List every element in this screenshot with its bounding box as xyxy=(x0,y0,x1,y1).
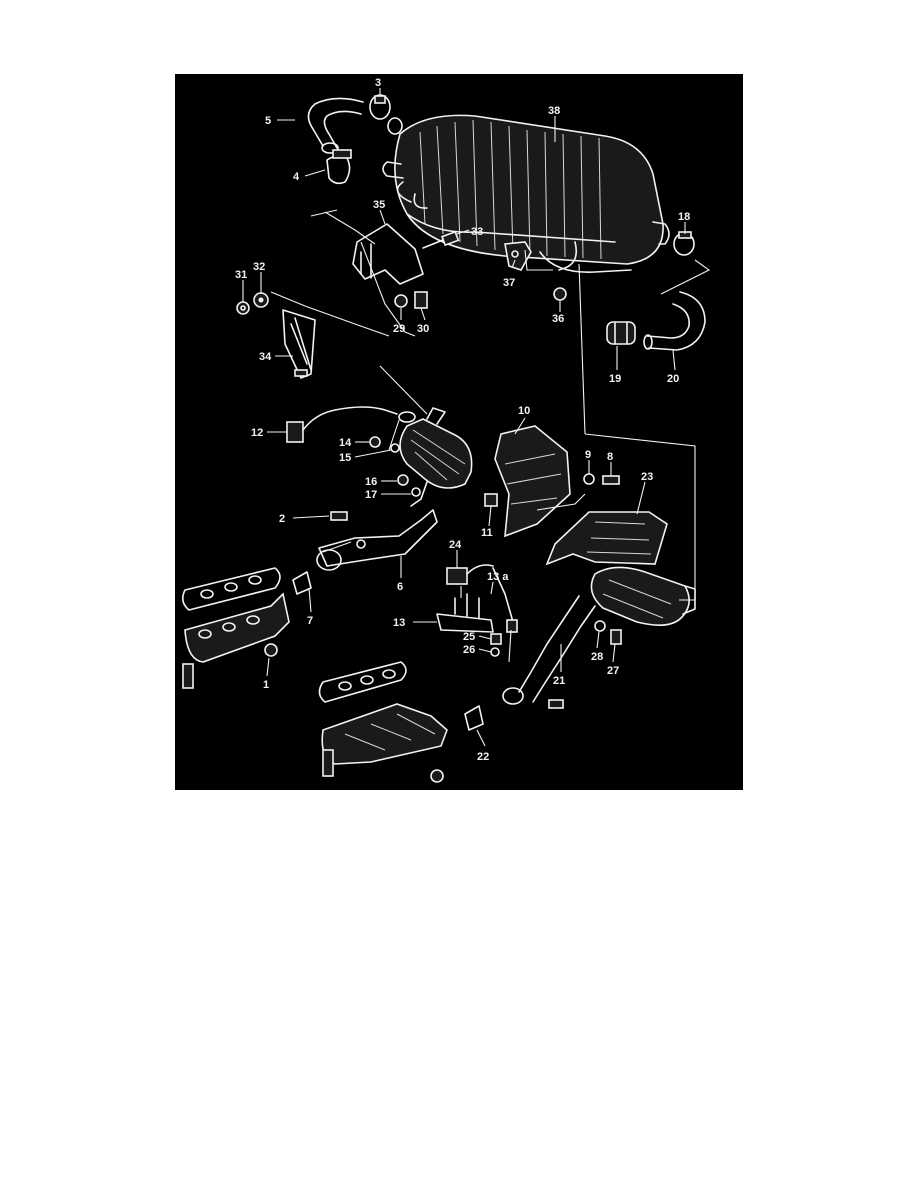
bolt-part-left-bottom xyxy=(182,663,194,689)
front-pipe-part-21 xyxy=(502,595,596,705)
bracket-part-34 xyxy=(282,309,316,379)
oxygen-sensor-part-13a xyxy=(492,567,518,633)
washer-part-28 xyxy=(594,620,606,632)
catalytic-converter-right xyxy=(590,566,696,626)
exhaust-manifold-right xyxy=(321,703,448,765)
callout-38: 38 xyxy=(548,105,560,117)
callout-26: 26 xyxy=(463,644,475,656)
callout-13a: 13 a xyxy=(487,571,509,583)
callout-17: 17 xyxy=(365,489,377,501)
callout-22: 22 xyxy=(477,751,489,763)
washer-part-32 xyxy=(253,292,269,308)
callout-21: 21 xyxy=(553,675,565,687)
gasket-part-22 xyxy=(464,705,484,731)
bolt-part-8 xyxy=(602,475,620,485)
callout-23: 23 xyxy=(641,471,653,483)
gasket-part-left xyxy=(181,567,281,611)
callout-labels: 3 38 5 4 35 33 18 31 32 37 29 30 36 34 1… xyxy=(235,77,690,763)
connection-lines xyxy=(270,209,711,663)
callout-30: 30 xyxy=(417,323,429,335)
oxygen-sensor-part-12 xyxy=(286,406,416,443)
nut-part-1 xyxy=(264,643,278,657)
nut-part-31 xyxy=(236,301,250,315)
callout-34: 34 xyxy=(259,351,272,363)
callout-2: 2 xyxy=(279,513,285,525)
clamp-part-4 xyxy=(326,149,352,185)
bolt-part-right-bottom xyxy=(322,749,334,777)
callout-14: 14 xyxy=(339,437,352,449)
exhaust-system-diagram: 3 38 5 4 35 33 18 31 32 37 29 30 36 34 1… xyxy=(175,74,743,790)
bolt-part-27 xyxy=(610,629,622,645)
callout-32: 32 xyxy=(253,261,265,273)
bolt-part-33 xyxy=(422,230,460,249)
callout-20: 20 xyxy=(667,373,679,385)
callout-11: 11 xyxy=(481,527,493,539)
callout-35: 35 xyxy=(373,199,385,211)
bolt-part-2 xyxy=(330,511,348,521)
callout-29: 29 xyxy=(393,323,405,335)
exhaust-manifold-left xyxy=(184,592,290,663)
nut-part-11 xyxy=(484,493,498,507)
callout-33: 33 xyxy=(471,226,483,238)
hose-part-5 xyxy=(307,97,364,154)
catalytic-converter-left xyxy=(399,407,473,507)
washer-part-26 xyxy=(490,647,500,657)
clamp-part-19 xyxy=(606,321,636,345)
heat-shield-part-10 xyxy=(494,425,571,538)
callout-36: 36 xyxy=(552,313,564,325)
callout-15: 15 xyxy=(339,452,351,464)
exploded-parts-drawing: 3 38 5 4 35 33 18 31 32 37 29 30 36 34 1… xyxy=(181,77,711,783)
gasket-part-7 xyxy=(292,571,312,595)
nut-part-right-bottom xyxy=(430,769,444,783)
callout-4: 4 xyxy=(293,171,300,183)
callout-8: 8 xyxy=(607,451,613,463)
callout-25: 25 xyxy=(463,631,475,643)
callout-24: 24 xyxy=(449,539,462,551)
clamp-part-18 xyxy=(673,231,695,256)
callout-7: 7 xyxy=(307,615,313,627)
callout-3: 3 xyxy=(375,77,381,89)
nut-part-29 xyxy=(394,294,408,308)
bracket-part-35 xyxy=(352,223,424,285)
bolt-part-16 xyxy=(397,474,409,486)
bolt-part-pipe-flange xyxy=(548,699,564,709)
hose-part-20 xyxy=(643,291,706,351)
washer-part-36 xyxy=(553,287,567,301)
callout-10: 10 xyxy=(518,405,530,417)
callout-13: 13 xyxy=(393,617,405,629)
bolt-part-25 xyxy=(490,633,502,645)
callout-27: 27 xyxy=(607,665,619,677)
callout-5: 5 xyxy=(265,115,271,127)
callout-1: 1 xyxy=(263,679,269,691)
bracket-part-13 xyxy=(436,593,494,633)
plate-part-30 xyxy=(414,291,428,309)
rear-muffler-part xyxy=(382,114,670,273)
callout-28: 28 xyxy=(591,651,603,663)
callout-16: 16 xyxy=(365,476,377,488)
washer-part-17 xyxy=(411,487,421,497)
callout-6: 6 xyxy=(397,581,403,593)
washer-part-9 xyxy=(583,473,595,485)
clamp-part-3 xyxy=(369,94,391,120)
callout-12: 12 xyxy=(251,427,263,439)
washer-part-15 xyxy=(390,443,400,453)
callout-19: 19 xyxy=(609,373,621,385)
callout-9: 9 xyxy=(585,449,591,461)
gasket-part-right xyxy=(318,661,407,703)
bolt-part-14 xyxy=(369,436,381,448)
callout-31: 31 xyxy=(235,269,247,281)
callout-37: 37 xyxy=(503,277,515,289)
callout-leaders xyxy=(242,88,686,747)
heat-shield-part-23 xyxy=(545,511,668,566)
callout-18: 18 xyxy=(678,211,690,223)
